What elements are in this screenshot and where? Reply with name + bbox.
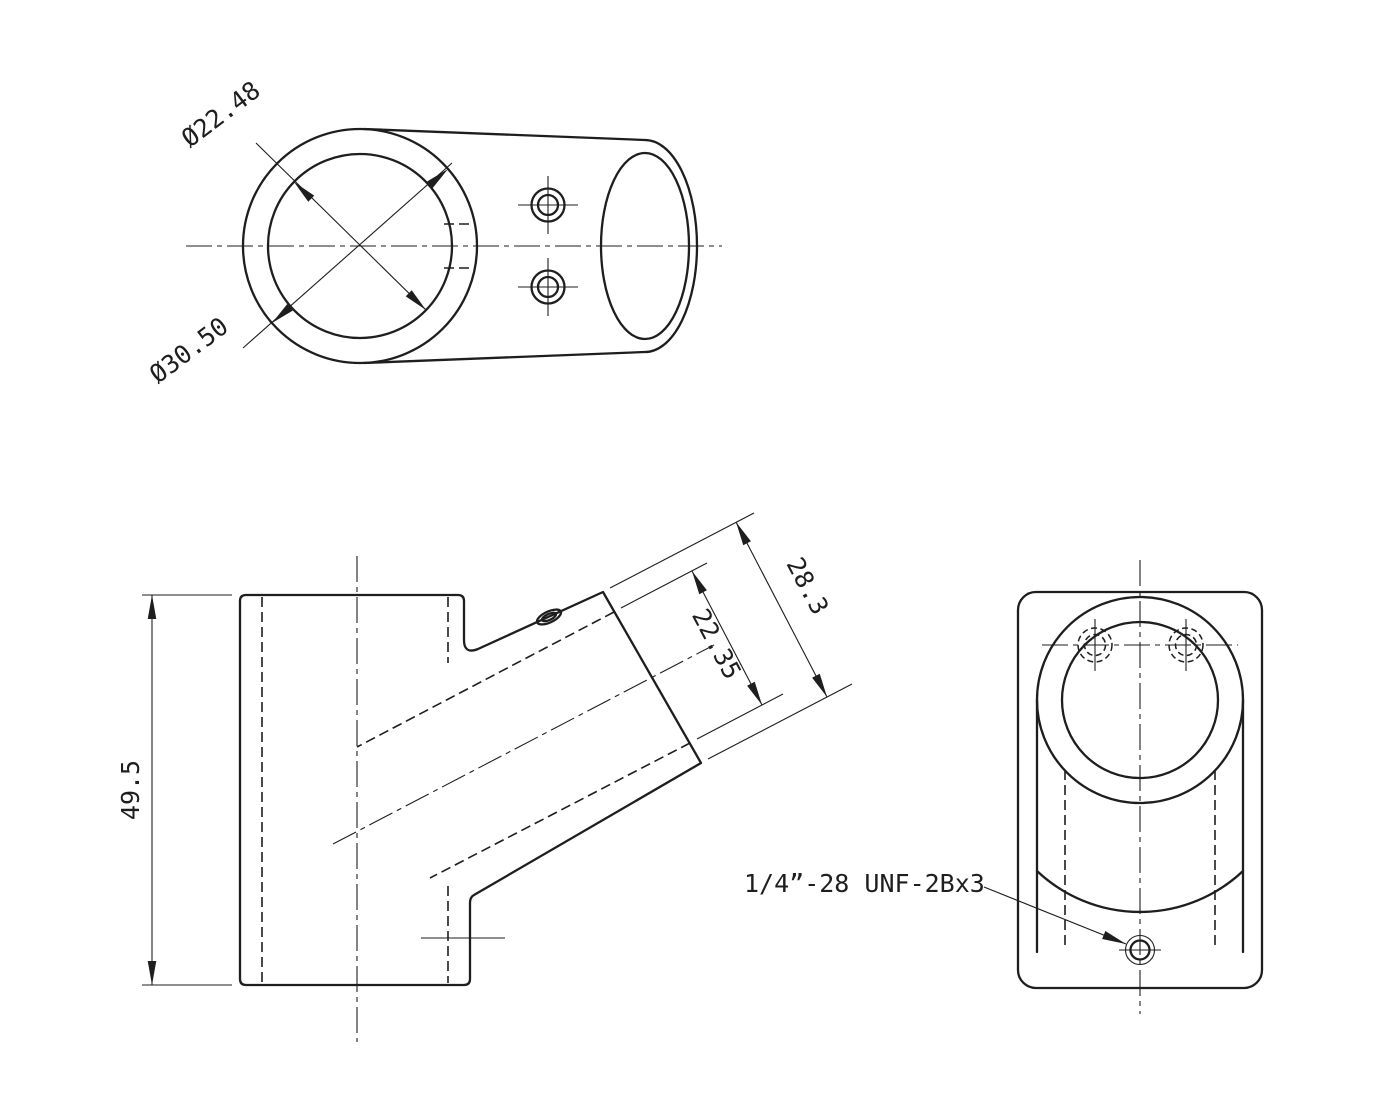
branch-screw-hole-inner bbox=[540, 611, 558, 623]
leader-line bbox=[983, 886, 1127, 945]
arrowhead bbox=[291, 178, 315, 202]
branch-axis-centerline bbox=[332, 644, 715, 845]
branch-bore-hidden-upper bbox=[356, 611, 615, 748]
arrowhead bbox=[747, 681, 766, 707]
extension-line bbox=[620, 562, 708, 609]
branch-screw-hole-outer bbox=[535, 608, 563, 626]
bore-circle bbox=[1060, 620, 1220, 780]
bore-circle bbox=[266, 152, 454, 340]
branch-bore-hidden-lower bbox=[429, 742, 691, 879]
body-outline bbox=[238, 590, 703, 987]
tube-end-opening-ellipse bbox=[599, 151, 691, 341]
end-view: Ø22.48 Ø30.50 bbox=[144, 75, 722, 389]
arrowhead bbox=[732, 520, 751, 546]
dim-label-branch-inner: 22.35 bbox=[686, 604, 747, 684]
extension-line bbox=[609, 512, 755, 589]
side-view: 1/4”-28 UNF-2Bx3 bbox=[744, 560, 1264, 1014]
thread-callout-label: 1/4”-28 UNF-2Bx3 bbox=[744, 869, 985, 898]
dim-label-outer-diameter: Ø30.50 bbox=[144, 311, 234, 389]
arrowhead bbox=[147, 961, 157, 985]
arrowhead bbox=[688, 569, 707, 595]
dim-label-branch-outer: 28.3 bbox=[781, 553, 835, 620]
dim-label-bore-diameter: Ø22.48 bbox=[176, 75, 266, 153]
arrowhead bbox=[812, 673, 831, 699]
extension-line bbox=[707, 683, 853, 760]
arrowhead bbox=[147, 595, 157, 619]
front-view: 49.5 28.3 22.35 bbox=[116, 512, 853, 1042]
branch-set-screw-hole bbox=[535, 608, 563, 626]
body-outline-rect bbox=[1016, 590, 1264, 990]
tube-end-outer-arc bbox=[643, 138, 699, 354]
body-bottom-edge bbox=[362, 350, 647, 365]
extension-line bbox=[696, 693, 784, 740]
dim-branch-inner-line bbox=[691, 570, 763, 706]
dim-label-height: 49.5 bbox=[116, 760, 145, 820]
dim-bore-diameter-line bbox=[255, 142, 427, 311]
arrowhead bbox=[405, 290, 429, 314]
socket-bottom-arc bbox=[1035, 869, 1245, 914]
body-top-edge bbox=[362, 127, 647, 142]
dim-branch-outer-line bbox=[735, 521, 828, 698]
boss-outer-circle bbox=[241, 127, 479, 365]
leader-arrowhead bbox=[1102, 931, 1128, 948]
